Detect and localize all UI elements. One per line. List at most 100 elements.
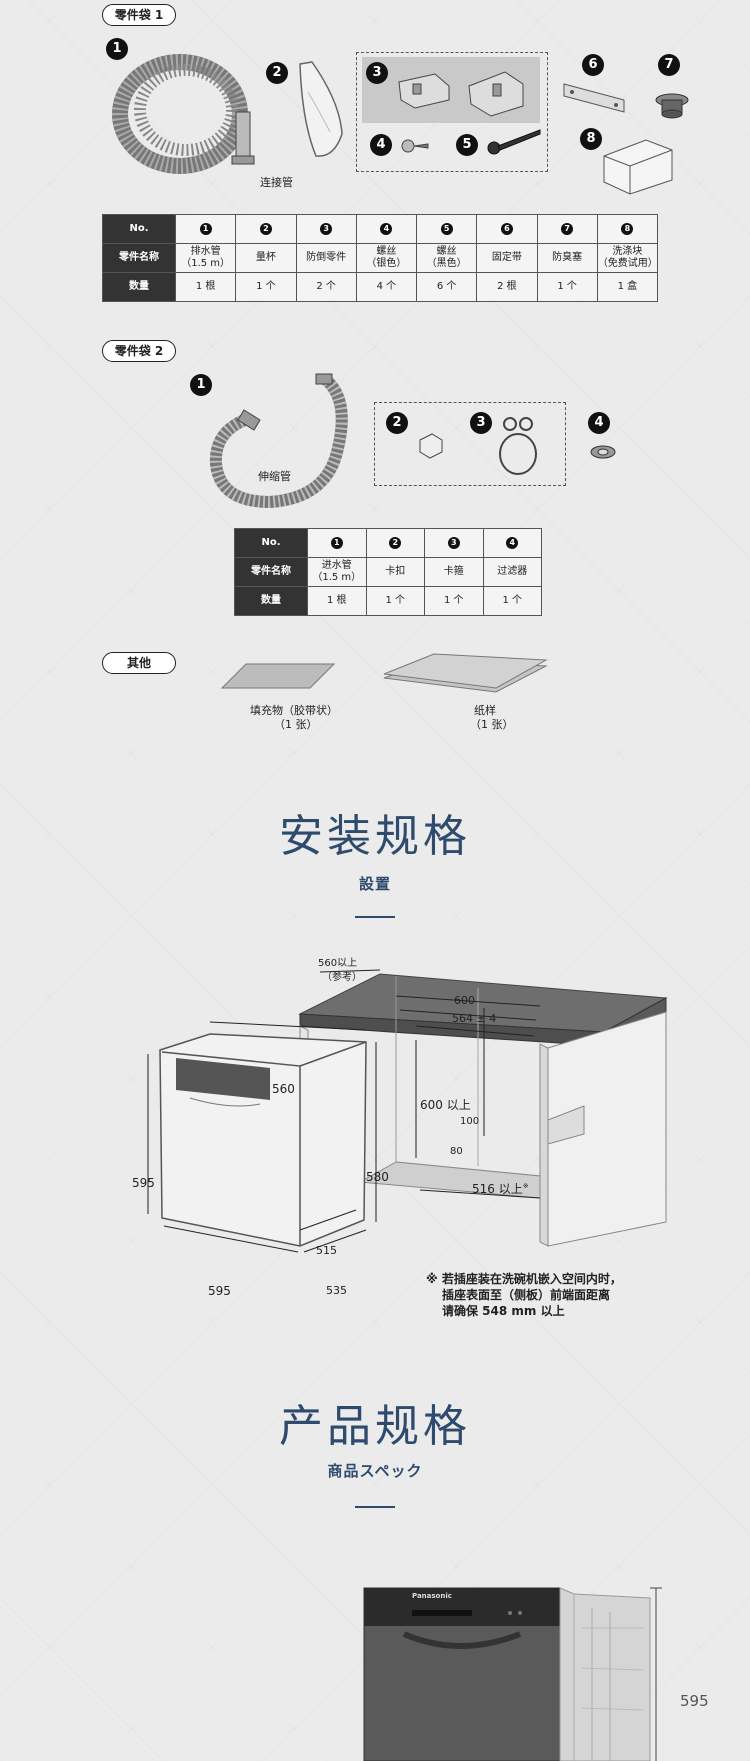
bag2-callout: 伸缩管 — [258, 470, 291, 483]
item-name-note: （1.5 m） — [181, 258, 231, 269]
other-item2-name: 纸样 — [474, 704, 496, 717]
item-qty: 1 根 — [307, 586, 367, 616]
other-item2-qty: （1 张） — [470, 718, 514, 731]
item-no: 3 — [447, 537, 460, 549]
dim-516-mark: ※ — [522, 1182, 529, 1190]
table-row: 零件名称 排水管（1.5 m） 量杯 防倒零件 螺丝（银色） 螺丝（黑色） 固定… — [102, 243, 659, 273]
dim-516-value: 516 以上 — [472, 1182, 523, 1196]
product-brand-logo: Panasonic — [412, 1592, 452, 1600]
dim-depth-ref-note: （参考） — [322, 972, 362, 983]
part-number-3: 3 — [470, 412, 492, 434]
dim-100: 100 — [460, 1116, 480, 1127]
header-qty: 数量 — [234, 586, 308, 616]
item-name: 防倒零件 — [306, 252, 347, 263]
item-qty: 1 个 — [235, 272, 297, 302]
item-name: 防臭塞 — [552, 252, 583, 263]
product-subtitle: 商品スペック — [327, 1462, 423, 1480]
item-qty: 1 个 — [424, 586, 484, 616]
item-name: 固定带 — [491, 252, 522, 263]
item-name: 卡扣 — [385, 566, 406, 577]
item-name: 螺丝 — [436, 246, 457, 257]
silver-screw-illustration — [401, 139, 429, 153]
dim-unit-515: 515 — [316, 1244, 337, 1257]
other-item1-qty: （1 张） — [274, 718, 318, 731]
product-title: 产品规格 — [279, 1401, 471, 1452]
item-name: 螺丝 — [376, 246, 397, 257]
part-number-7: 7 — [658, 54, 680, 76]
table-row: 数量 1 根 1 个 1 个 1 个 — [234, 586, 542, 616]
header-name: 零件名称 — [234, 557, 308, 587]
item-qty: 1 个 — [482, 586, 542, 616]
part-number-1: 1 — [190, 374, 212, 396]
dim-516: 516 以上※ — [472, 1180, 529, 1197]
item-qty: 1 个 — [365, 586, 425, 616]
dim-width-564: 564 ± 4 — [452, 1012, 497, 1025]
paper-template-illustration — [383, 653, 548, 693]
dim-unit-580: 580 — [366, 1170, 389, 1184]
bag2-title-pill: 零件袋 2 — [102, 340, 176, 362]
item-name: 进水管 — [321, 560, 352, 571]
drain-hose-illustration — [112, 54, 255, 174]
install-subtitle: 設置 — [358, 875, 391, 893]
measuring-cup-illustration — [299, 61, 343, 157]
item-qty: 1 盒 — [596, 272, 659, 302]
item-name: 过滤器 — [497, 566, 528, 577]
item-name-note: （银色） — [366, 258, 407, 269]
install-note-line2: 插座表面至（侧板）前端面距离 — [442, 1288, 611, 1302]
part-number-6: 6 — [582, 54, 604, 76]
item-no: 2 — [389, 537, 402, 549]
install-note-line3: 请确保 548 mm 以上 — [442, 1304, 565, 1318]
header-name: 零件名称 — [102, 243, 176, 273]
header-no: No. — [102, 214, 176, 244]
dim-height-600: 600 以上 — [420, 1098, 471, 1112]
product-height-dim: 595 — [680, 1692, 709, 1710]
item-name-note: （黑色） — [426, 258, 467, 269]
dim-80: 80 — [450, 1146, 463, 1157]
item-name: 量杯 — [255, 252, 276, 263]
black-screw-illustration — [487, 129, 541, 155]
install-title: 安装规格 — [279, 811, 471, 862]
header-qty: 数量 — [102, 272, 176, 302]
item-name-note: （1.5 m） — [312, 572, 362, 583]
part-number-2: 2 — [386, 412, 408, 434]
part-number-3: 3 — [366, 62, 388, 84]
item-no: 1 — [330, 537, 343, 549]
part-number-4: 4 — [370, 134, 392, 156]
odor-plug-illustration — [655, 93, 689, 119]
hose-clamp-illustration — [499, 417, 537, 475]
table-row: 数量 1 根 1 个 2 个 4 个 6 个 2 根 1 个 1 盒 — [102, 272, 659, 302]
item-no: 7 — [561, 223, 574, 235]
bag1-title-pill: 零件袋 1 — [102, 4, 176, 26]
part-number-2: 2 — [266, 62, 288, 84]
item-qty: 6 个 — [415, 272, 478, 302]
item-qty: 4 个 — [355, 272, 418, 302]
item-name-note: （免费试用） — [597, 258, 658, 269]
item-no: 6 — [500, 223, 513, 235]
table-row: 零件名称 进水管（1.5 m） 卡扣 卡箍 过滤器 — [234, 557, 542, 587]
dim-width-600: 600 — [454, 994, 475, 1007]
item-no: 3 — [320, 223, 333, 235]
other-title-pill: 其他 — [102, 652, 176, 674]
header-no: No. — [234, 528, 308, 558]
dim-depth-ref: 560以上 — [318, 958, 358, 969]
dim-unit-595-width: 595 — [208, 1284, 231, 1298]
item-name: 洗涤块 — [612, 246, 643, 257]
inlet-hose-illustration — [209, 373, 348, 509]
dim-unit-560: 560 — [272, 1082, 295, 1096]
item-no: 5 — [440, 223, 453, 235]
part-number-4: 4 — [588, 412, 610, 434]
item-name: 排水管 — [190, 246, 221, 257]
bag2-parts-group — [374, 402, 566, 486]
anti-tip-parts-illustration — [398, 71, 524, 117]
bag2-parts-table: No. 1 2 3 4 零件名称 进水管（1.5 m） 卡扣 卡箍 过滤器 数量… — [234, 528, 542, 616]
item-qty: 2 根 — [476, 272, 538, 302]
item-no: 2 — [259, 223, 272, 235]
item-name: 卡箍 — [443, 566, 464, 577]
part-number-8: 8 — [580, 128, 602, 150]
part-number-5: 5 — [456, 134, 478, 156]
filler-tape-illustration — [220, 663, 336, 689]
item-qty: 1 个 — [536, 272, 598, 302]
product-photo — [363, 1587, 662, 1761]
install-note-line1: ※ 若插座装在洗碗机嵌入空间内时， — [426, 1272, 622, 1286]
item-qty: 2 个 — [295, 272, 357, 302]
